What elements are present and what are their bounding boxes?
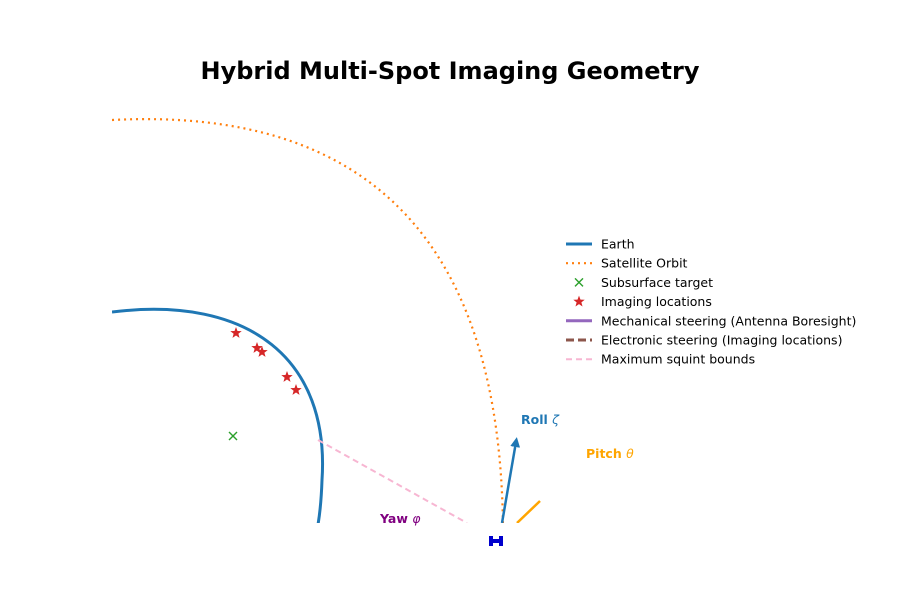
plot-area [112,118,541,523]
squint-bound-line [317,439,468,523]
legend-label-earth: Earth [601,237,635,252]
yaw-label: Yaw φ [379,511,421,526]
legend-item-electronic: Electronic steering (Imaging locations) [566,333,842,348]
legend-item-squint: Maximum squint bounds [566,352,755,367]
legend-label-orbit: Satellite Orbit [601,256,688,271]
legend-handle-imaging [573,295,585,307]
imaging-locations [230,327,302,395]
legend-item-mechanical: Mechanical steering (Antenna Boresight) [566,313,856,328]
diagram-title: Hybrid Multi-Spot Imaging Geometry [200,57,699,85]
satellite-orbit [112,118,504,523]
roll-label: Roll ζ [521,412,560,427]
pitch-label: Pitch θ [586,446,634,461]
legend-label-imaging: Imaging locations [601,294,712,309]
roll-axis-arrow [500,437,521,523]
legend-item-earth: Earth [566,237,635,252]
legend-item-target: Subsurface target [574,275,713,290]
legend-handle-target [574,277,584,287]
imaging-location-star [281,371,293,382]
pitch-axis-line [516,500,541,523]
imaging-location-star [256,346,268,357]
legend-item-imaging: Imaging locations [573,294,712,309]
subsurface-target-marker [228,431,238,441]
imaging-location-star [290,384,302,395]
legend-label-electronic: Electronic steering (Imaging locations) [601,333,842,348]
imaging-location-star [230,327,242,338]
legend-item-orbit: Satellite Orbit [566,256,688,271]
legend-label-target: Subsurface target [601,275,713,290]
satellite-icon [489,536,503,546]
legend-label-mechanical: Mechanical steering (Antenna Boresight) [601,313,856,328]
imaging-location-star [251,342,263,353]
earth-outline [112,307,325,523]
legend-label-squint: Maximum squint bounds [601,352,755,367]
